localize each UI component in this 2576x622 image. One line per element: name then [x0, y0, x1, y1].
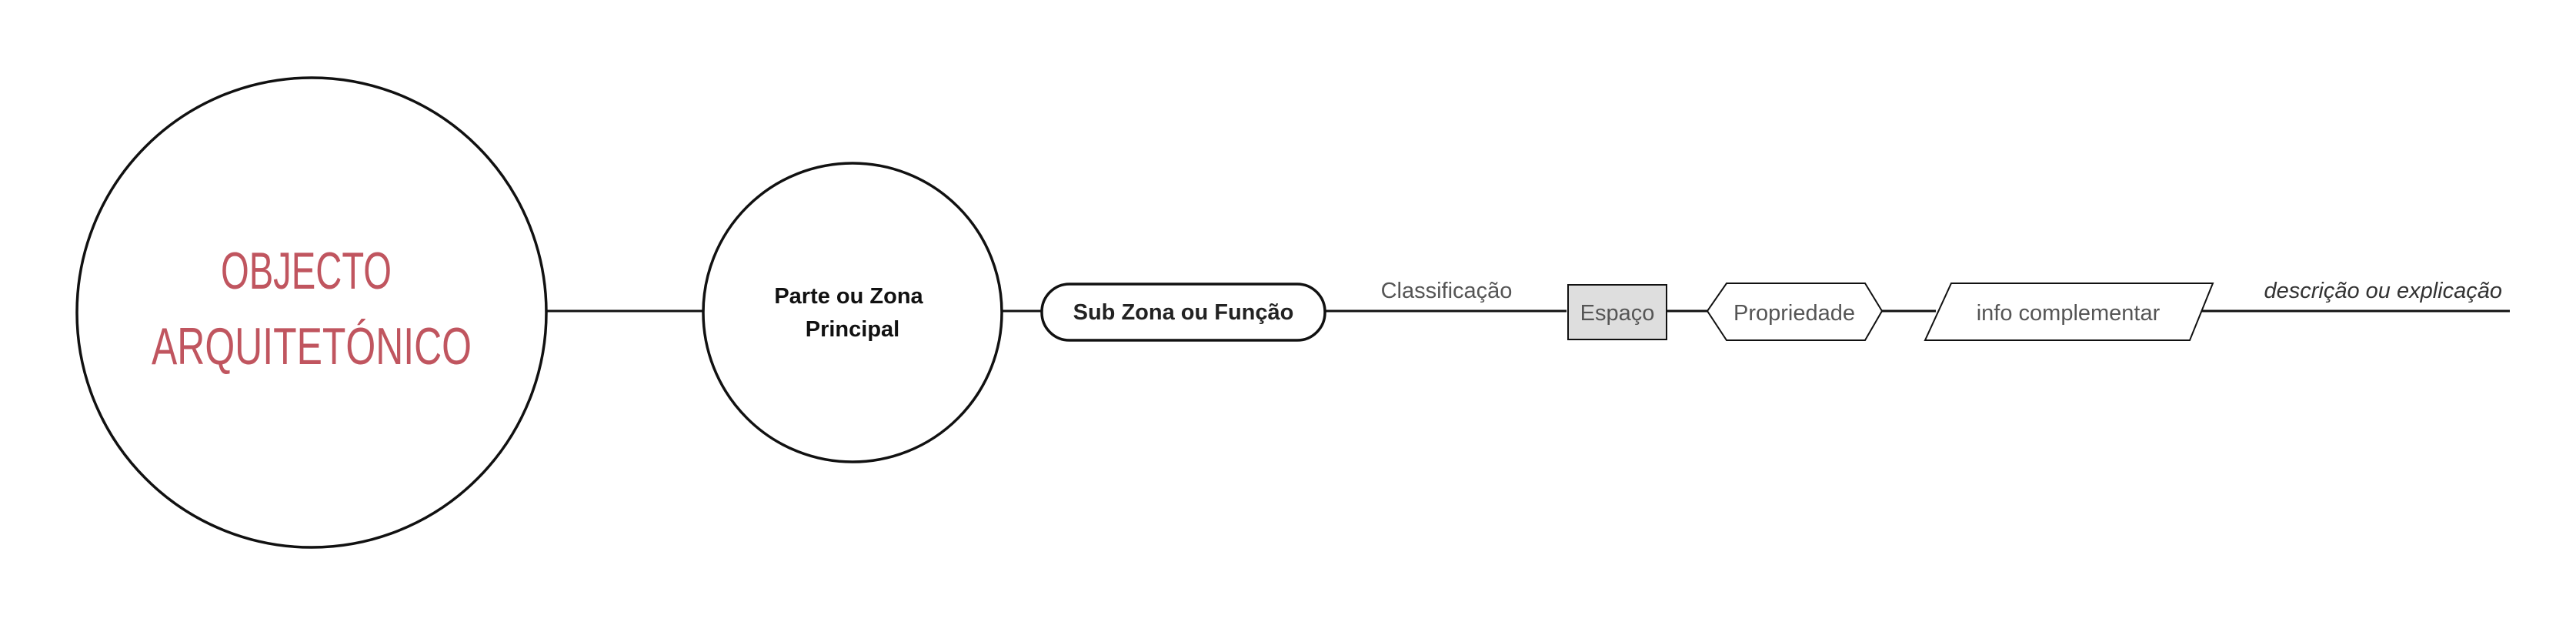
- description-label: descrição ou explicação: [2264, 279, 2502, 303]
- space-node-box: [1567, 284, 1667, 340]
- subzone-node-pill: [1040, 283, 1326, 342]
- space-node-label: Espaço: [1580, 301, 1655, 326]
- zone-node-line-2: Principal: [806, 317, 900, 342]
- main-node: OBJECTO ARQUITETÓNICO: [75, 76, 548, 549]
- info-node-label: info complementar: [1977, 301, 2161, 326]
- info-node: info complementar: [1924, 283, 2214, 341]
- subzone-node-label: Sub Zona ou Função: [1073, 300, 1294, 325]
- main-node-circle: [75, 76, 548, 549]
- info-node-parallelogram: [1924, 283, 2214, 341]
- classification-label: Classificação: [1381, 279, 1513, 303]
- subzone-node: Sub Zona ou Função: [1040, 283, 1326, 342]
- space-node: Espaço: [1567, 284, 1667, 340]
- main-node-line-2: ARQUITETÓNICO: [152, 317, 472, 376]
- property-node-hexagon: [1706, 283, 1884, 341]
- zone-node: Parte ou Zona Principal: [702, 162, 1003, 463]
- main-node-line-1: OBJECTO: [221, 242, 392, 300]
- zone-node-line-1: Parte ou Zona: [774, 284, 923, 309]
- zone-node-circle: [702, 162, 1003, 463]
- property-node: Propriedade: [1706, 283, 1884, 341]
- property-node-label: Propriedade: [1733, 301, 1855, 326]
